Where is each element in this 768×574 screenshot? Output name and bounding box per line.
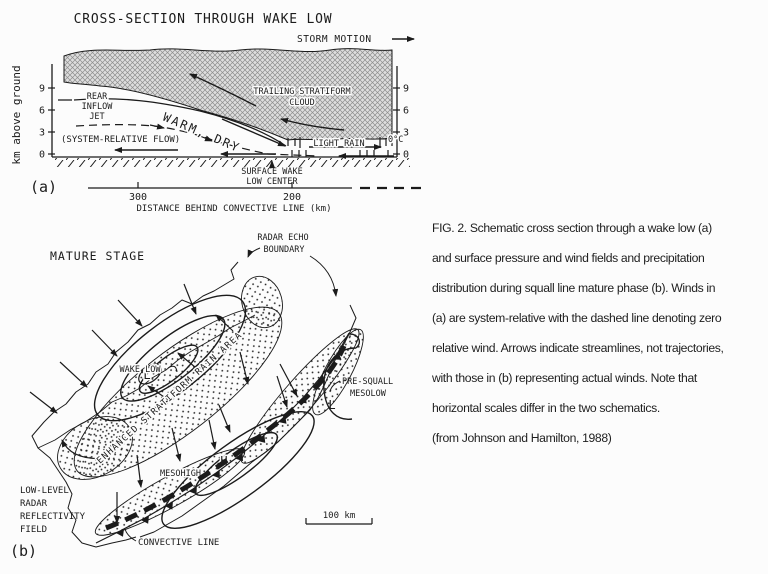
panel-a: CROSS-SECTION THROUGH WAKE LOW STORM MOT…: [10, 12, 424, 214]
caption-line: (from Johnson and Hamilton, 1988): [432, 431, 612, 445]
panel-b-label: (b): [10, 542, 37, 560]
svg-text:INFLOW: INFLOW: [82, 102, 114, 112]
svg-text:JET: JET: [89, 112, 104, 122]
svg-text:SURFACE WAKE: SURFACE WAKE: [241, 167, 302, 177]
convective-line-pointer: [124, 528, 137, 542]
panel-a-title: CROSS-SECTION THROUGH WAKE LOW: [74, 12, 333, 27]
presquall-l-symbol: L: [328, 398, 335, 412]
svg-text:0: 0: [39, 150, 45, 161]
svg-text:RADAR: RADAR: [20, 499, 48, 509]
rain-ticks: [287, 137, 393, 157]
x-axis-label: DISTANCE BEHIND CONVECTIVE LINE (km): [136, 204, 331, 214]
svg-text:REFLECTIVITY: REFLECTIVITY: [20, 512, 86, 522]
storm-motion-label: STORM MOTION: [297, 34, 372, 45]
system-relative-flow-label: (SYSTEM-RELATIVE FLOW): [61, 135, 180, 145]
ground-hachure: [54, 158, 410, 167]
trailing-stratiform-cloud-label: TRAILING STRATIFORM CLOUD: [252, 86, 352, 110]
svg-text:6: 6: [403, 106, 409, 117]
svg-text:BOUNDARY: BOUNDARY: [264, 245, 305, 255]
scale-bar: 100 km: [305, 511, 373, 525]
svg-text:3: 3: [403, 128, 409, 139]
zero-relative-wind-dashed-line: [75, 123, 319, 157]
caption-line: horizontal scales differ in the two sche…: [432, 401, 660, 415]
gust-front-barbed-line: [95, 332, 350, 544]
x-tick-300: 300: [129, 192, 147, 203]
wake-low-label: WAKE LOW: [120, 365, 162, 375]
panel-a-label: (a): [30, 178, 57, 196]
surface-flow-arrows: [114, 144, 394, 159]
radar-echo-boundary-line: [31, 261, 239, 548]
svg-text:6: 6: [39, 106, 45, 117]
svg-text:9: 9: [39, 84, 45, 95]
svg-text:REAR: REAR: [87, 92, 108, 102]
svg-text:RADAR ECHO: RADAR ECHO: [257, 233, 308, 243]
svg-text:FIELD: FIELD: [20, 525, 47, 535]
x-tick-200: 200: [283, 192, 301, 203]
caption-line: FIG. 2. Schematic cross section through …: [432, 221, 712, 235]
surface-wake-low-label: SURFACE WAKE LOW CENTER: [241, 160, 303, 187]
mature-stage-label: MATURE STAGE: [50, 249, 145, 263]
svg-text:LOW CENTER: LOW CENTER: [246, 177, 298, 187]
caption-line: (a) are system-relative with the dashed …: [432, 311, 722, 325]
caption-line: distribution during squall line mature p…: [432, 281, 716, 295]
cloud-flow-arrows: [189, 73, 345, 131]
presquall-label-line1: PRE-SQUALL: [342, 377, 393, 387]
svg-text:9: 9: [403, 84, 409, 95]
svg-text:LOW-LEVEL: LOW-LEVEL: [20, 486, 69, 496]
descent-arrow: [221, 118, 286, 147]
scale-bar-label: 100 km: [323, 511, 356, 521]
freezing-level-label: 0°C: [388, 135, 403, 145]
svg-text:0: 0: [403, 150, 409, 161]
y-tick-labels-right: 9 6 3 0: [403, 84, 409, 161]
radar-echo-boundary-label: RADAR ECHO BOUNDARY: [247, 233, 339, 297]
figure-caption: FIG. 2. Schematic cross section through …: [432, 213, 768, 453]
y-tick-labels-left: 9 6 3 0: [39, 84, 45, 161]
trailing-stratiform-cloud-shape: [63, 48, 393, 141]
light-rain-label: LIGHT RAIN: [313, 139, 364, 149]
reflectivity-field-label: LOW-LEVEL RADAR REFLECTIVITY FIELD: [20, 486, 86, 535]
caption-line: with those in (b) representing actual wi…: [432, 371, 697, 385]
svg-text:CLOUD: CLOUD: [289, 98, 315, 108]
panel-b: MATURE STAGE L WAKE LOW: [10, 233, 393, 560]
caption-line: relative wind. Arrows indicate streamlin…: [432, 341, 724, 355]
y-axis-label: km above ground: [10, 65, 23, 164]
convective-line-label: CONVECTIVE LINE: [138, 538, 219, 548]
mesohigh-label: MESOHIGH: [160, 469, 201, 479]
svg-text:3: 3: [39, 128, 45, 139]
panel-a-axes: [48, 64, 410, 167]
wind-arrows: [29, 283, 298, 524]
panel-a-x-axis: [88, 182, 424, 190]
presquall-label-line2: MESOLOW: [350, 389, 387, 399]
rear-inflow-boundary-line: [58, 98, 287, 147]
caption-line: and surface pressure and wind fields and…: [432, 251, 705, 265]
figure-canvas: CROSS-SECTION THROUGH WAKE LOW STORM MOT…: [10, 12, 424, 560]
rear-inflow-jet-label: REAR INFLOW JET: [80, 91, 115, 124]
svg-text:TRAILING STRATIFORM: TRAILING STRATIFORM: [253, 87, 350, 97]
